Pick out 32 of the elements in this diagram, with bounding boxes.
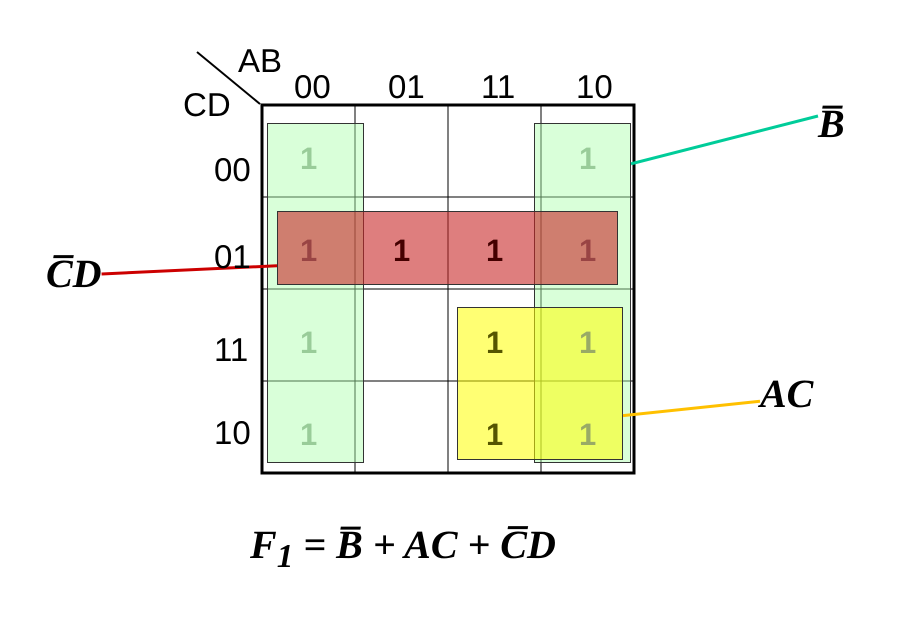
cell-value: 1 bbox=[579, 143, 596, 174]
cell-value: 1 bbox=[579, 327, 596, 358]
column-header: 00 bbox=[294, 70, 331, 103]
row-header: 11 bbox=[214, 333, 248, 366]
row-header: 01 bbox=[214, 240, 251, 273]
leader-line bbox=[102, 264, 278, 276]
row-header: 00 bbox=[214, 153, 251, 186]
cell-value: 1 bbox=[486, 327, 504, 358]
cell-value: 1 bbox=[579, 419, 596, 450]
column-variable-label: AB bbox=[238, 44, 282, 77]
term-label: B̅ bbox=[818, 104, 845, 144]
cell-value: 1 bbox=[300, 143, 318, 174]
term-label: AC bbox=[760, 374, 814, 414]
cell-value: 1 bbox=[393, 235, 410, 266]
column-header: 01 bbox=[388, 70, 425, 103]
column-header: 10 bbox=[576, 70, 613, 103]
row-header: 10 bbox=[214, 416, 251, 449]
leader-line bbox=[630, 114, 818, 166]
cell-value: 1 bbox=[486, 235, 504, 266]
grouping-rectangle bbox=[457, 307, 623, 460]
cell-value: 1 bbox=[300, 419, 318, 450]
cell-value: 1 bbox=[486, 419, 504, 450]
equation-caption: F$_{1}$ = B̅ + AC + C̅D bbox=[250, 525, 556, 574]
row-variable-label: CD bbox=[183, 88, 231, 121]
term-label: C̅D bbox=[46, 254, 102, 294]
grouping-rectangle bbox=[534, 123, 631, 463]
cell-value: 1 bbox=[300, 327, 318, 358]
cell-value: 1 bbox=[300, 235, 318, 266]
grouping-rectangle bbox=[267, 123, 364, 463]
cell-value: 1 bbox=[579, 235, 596, 266]
grouping-rectangle bbox=[277, 211, 618, 285]
column-header: 11 bbox=[481, 70, 516, 103]
